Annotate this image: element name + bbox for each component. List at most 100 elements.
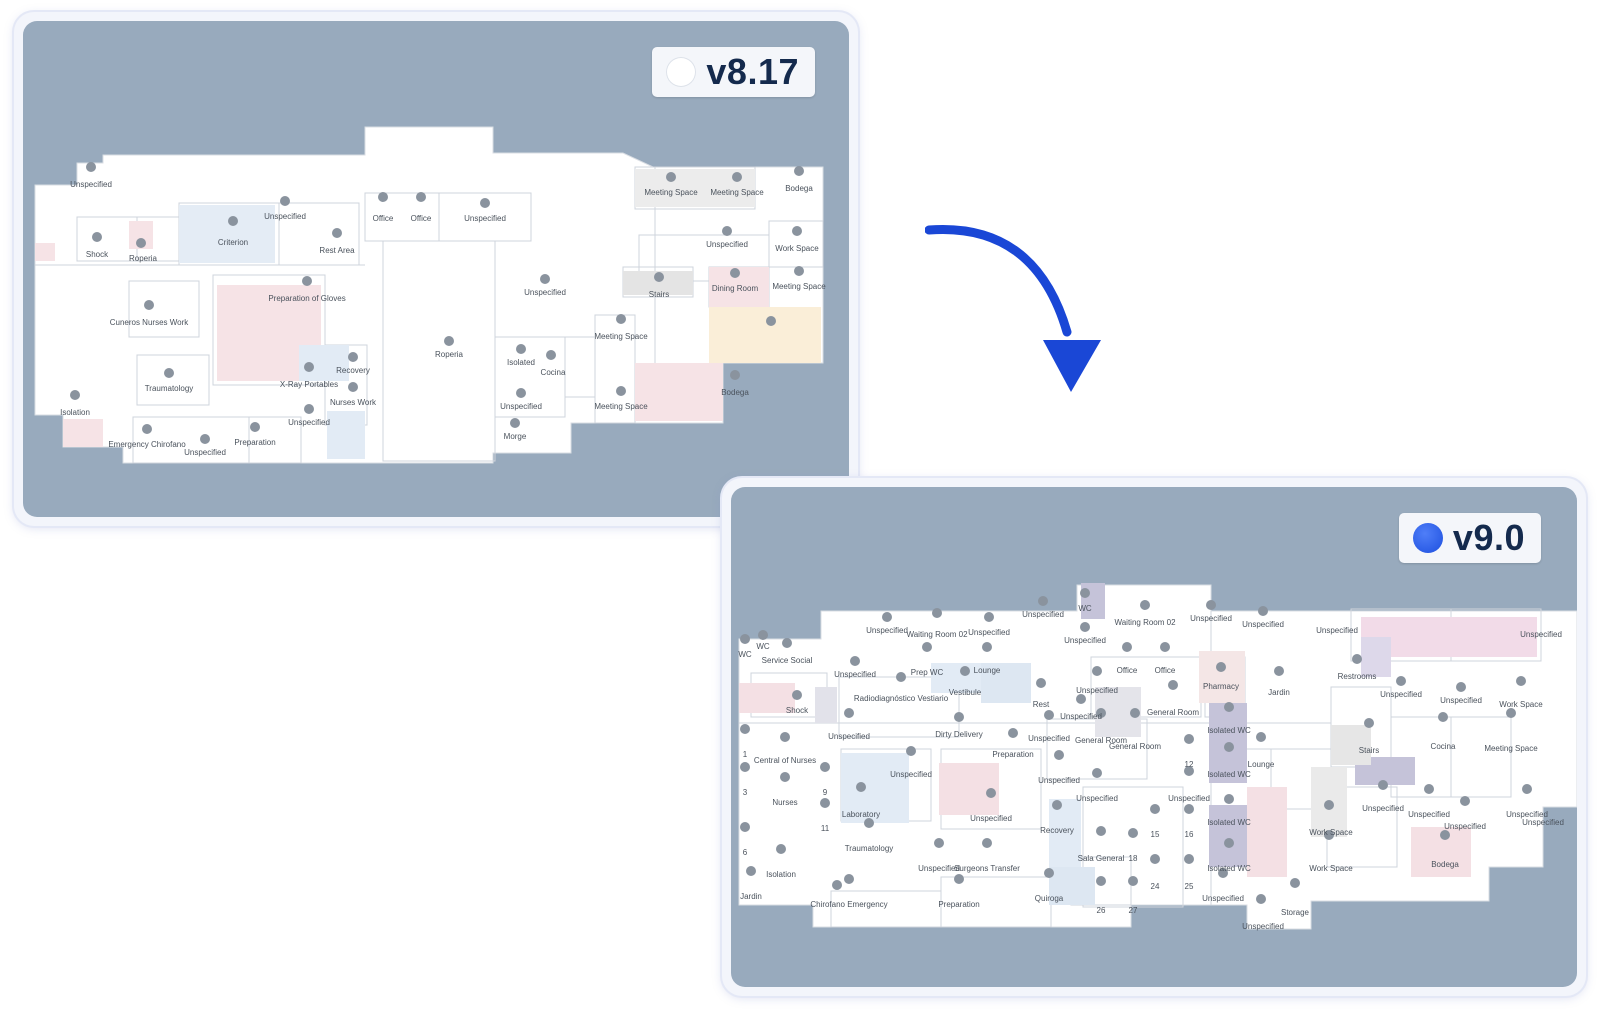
new-label: Unspecified (1408, 810, 1450, 819)
new-label: Unspecified (1028, 734, 1070, 743)
new-label: Meeting Space (1484, 744, 1538, 753)
new-label: Radiodiagnóstico Vestiario (854, 694, 949, 703)
old-label: Preparation of Gloves (268, 294, 345, 303)
new-label: Isolated WC (1207, 864, 1251, 873)
old-version-badge: v8.17 (652, 47, 815, 97)
new-label: Cocina (1431, 742, 1456, 751)
old-label: Unspecified (524, 288, 566, 297)
new-label: Unspecified (1506, 810, 1548, 819)
old-label: Traumatology (145, 384, 194, 393)
new-label: 24 (1151, 882, 1160, 891)
new-label: Unspecified (1190, 614, 1232, 623)
old-label: Roperia (129, 254, 158, 263)
old-label: Office (373, 214, 394, 223)
new-label: Chirofano Emergency (810, 900, 887, 909)
new-label: 3 (743, 788, 748, 797)
new-label: Restrooms (1338, 672, 1377, 681)
new-label: Isolated WC (1207, 770, 1251, 779)
new-label: Central of Nurses (754, 756, 816, 765)
old-label: Morge (504, 432, 527, 441)
new-label: 16 (1185, 830, 1194, 839)
new-label: 26 (1097, 906, 1106, 915)
old-label: Rest Area (319, 246, 355, 255)
new-label: Preparation (992, 750, 1033, 759)
new-label: 27 (1129, 906, 1138, 915)
new-label: Rest (1033, 700, 1050, 709)
new-label: Waiting Room 02 (906, 630, 968, 639)
new-label: 1 (743, 750, 748, 759)
new-label: Jardin (1268, 688, 1290, 697)
new-label: Unspecified (1076, 686, 1118, 695)
new-label: Unspecified (1168, 794, 1210, 803)
old-version-card: Unspecified Unspecified Office Office Un… (14, 12, 858, 526)
old-label: Unspecified (288, 418, 330, 427)
new-label: Isolated WC (1207, 818, 1251, 827)
new-label: Isolation (766, 870, 796, 879)
new-label: Service Social (762, 656, 813, 665)
new-label: 12 (1185, 760, 1194, 769)
new-label: WC (1078, 604, 1092, 613)
new-label: Dirty Delivery (935, 730, 983, 739)
new-label: Prep WC (911, 668, 944, 677)
old-label: Meeting Space (594, 402, 648, 411)
old-label: Isolation (60, 408, 90, 417)
old-label: Unspecified (70, 180, 112, 189)
old-label: Meeting Space (644, 188, 698, 197)
old-label: Bodega (721, 388, 749, 397)
new-label: Unspecified (1064, 636, 1106, 645)
new-label: Laboratory (842, 810, 880, 819)
old-label: Unspecified (706, 240, 748, 249)
old-label: Preparation (234, 438, 275, 447)
new-label: Waiting Room 02 (1114, 618, 1176, 627)
new-label: Storage (1281, 908, 1310, 917)
new-label: Surgeons Transfer (954, 864, 1020, 873)
new-label: Unspecified (1022, 610, 1064, 619)
new-label: Unspecified (1060, 712, 1102, 721)
new-label: Preparation (938, 900, 979, 909)
new-label: 6 (743, 848, 748, 857)
old-label: Dining Room (712, 284, 759, 293)
old-label: Bodega (785, 184, 813, 193)
new-label: Unspecified (918, 864, 960, 873)
new-label: Unspecified (1038, 776, 1080, 785)
old-label: Cuneros Nurses Work (110, 318, 190, 327)
new-label: Unspecified (1440, 696, 1482, 705)
new-floor-plan: WC WC Service Social Unspecified Waiting… (738, 583, 1577, 931)
new-label: Traumatology (845, 844, 894, 853)
old-label: Unspecified (464, 214, 506, 223)
new-label: Unspecified (890, 770, 932, 779)
old-label: Work Space (775, 244, 819, 253)
old-label: Meeting Space (710, 188, 764, 197)
new-label: Vestibule (949, 688, 982, 697)
old-label: Nurses Work (330, 398, 377, 407)
new-label: General Room (1147, 708, 1199, 717)
new-label: 25 (1185, 882, 1194, 891)
new-label: 11 (821, 824, 830, 833)
new-label: Unspecified (1316, 626, 1358, 635)
new-label: Unspecified (1242, 620, 1284, 629)
new-label: 15 (1151, 830, 1160, 839)
old-version-label: v8.17 (706, 51, 799, 92)
new-version-label: v9.0 (1452, 517, 1525, 558)
new-label: Sala General (1078, 854, 1125, 863)
new-floor-map[interactable]: WC WC Service Social Unspecified Waiting… (731, 487, 1577, 987)
old-label: Unspecified (500, 402, 542, 411)
new-label: Isolated WC (1207, 726, 1251, 735)
old-label: Stairs (649, 290, 669, 299)
old-version-dot (666, 57, 697, 87)
old-label: Cocina (541, 368, 566, 377)
new-label: Unspecified (1522, 818, 1564, 827)
new-label: Unspecified (1202, 894, 1244, 903)
new-version-dot (1412, 523, 1443, 553)
new-version-badge: v9.0 (1398, 513, 1541, 563)
new-label: 18 (1129, 854, 1138, 863)
old-label: Shock (86, 250, 109, 259)
new-label: General Room (1075, 736, 1127, 745)
new-label: 9 (823, 788, 828, 797)
new-label: WC (738, 650, 752, 659)
new-label: WC (756, 642, 770, 651)
new-label: Quiroga (1035, 894, 1064, 903)
new-label: Nurses (772, 798, 797, 807)
old-floor-map[interactable]: Unspecified Unspecified Office Office Un… (23, 21, 849, 517)
old-label: Meeting Space (772, 282, 826, 291)
